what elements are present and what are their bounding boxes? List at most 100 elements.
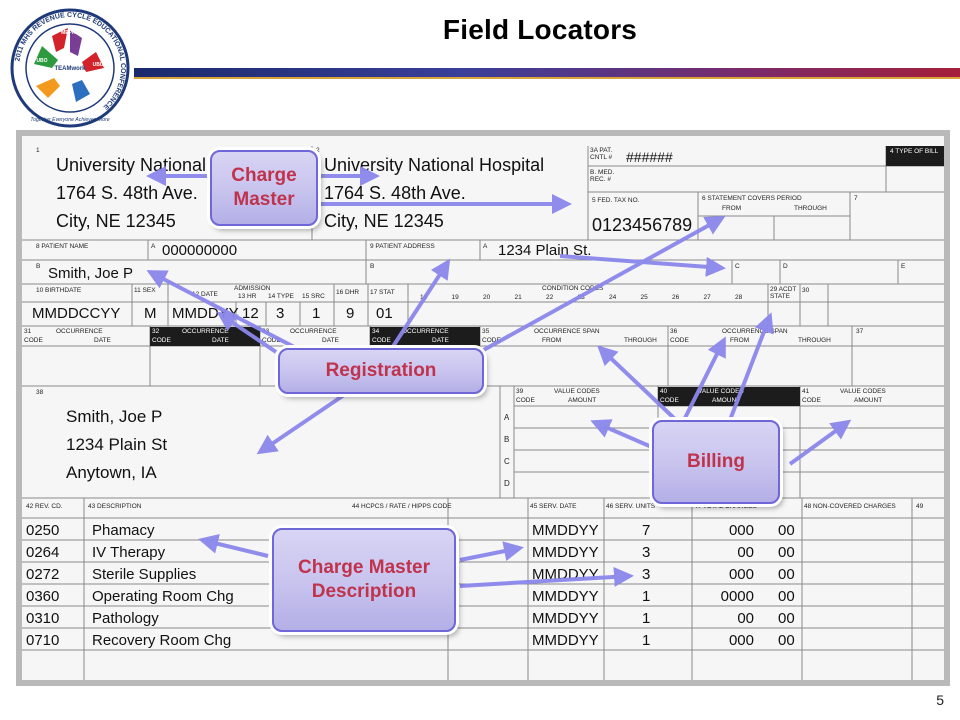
revenue-code: 0360 <box>26 588 60 605</box>
fl3a-label: 3a PAT. CNTL # <box>590 147 613 161</box>
billing-callout: Billing <box>652 420 780 504</box>
fl34-label: 34 <box>372 328 380 335</box>
line-description: Pathology <box>92 610 159 627</box>
fl9c-marker: c <box>735 263 740 270</box>
fl45-label: 45 SERV. DATE <box>530 503 577 510</box>
service-date: MMDDYY <box>532 522 599 539</box>
responsible-party-name: Smith, Joe P <box>66 407 163 426</box>
total-charge: 0000 <box>720 588 754 605</box>
fl13-label: 13 HR <box>238 293 257 300</box>
fl41-code: CODE <box>802 397 821 404</box>
service-units: 7 <box>642 522 651 539</box>
fl39-amount: AMOUNT <box>568 397 597 404</box>
service-date: MMDDYY <box>532 566 599 583</box>
condition-code-number: 27 <box>703 294 711 301</box>
condition-code-number: 25 <box>640 294 648 301</box>
total-charge: 000 <box>728 632 754 649</box>
total-charge-cents: 00 <box>778 632 795 649</box>
fl12-label: 12 DATE <box>192 291 218 298</box>
fl9b-marker: b <box>370 263 375 270</box>
sex-value: M <box>144 305 157 322</box>
total-charge: 000 <box>728 522 754 539</box>
service-date: MMDDYY <box>532 610 599 627</box>
total-charge-cents: 00 <box>778 610 795 627</box>
charge-master-callout: Charge Master <box>210 150 318 226</box>
conference-logo: 2011 MHS REVENUE CYCLE EDUCATIONAL CONFE… <box>10 8 130 128</box>
total-charge: 00 <box>737 544 754 561</box>
fl8b-marker: b <box>36 263 41 270</box>
line-description: IV Therapy <box>92 544 166 561</box>
line-description: Recovery Room Chg <box>92 632 232 649</box>
fl40-amount: AMOUNT <box>712 397 741 404</box>
fl34-date: DATE <box>432 337 449 344</box>
fl33-label: 33 <box>262 328 270 335</box>
fl4-label: 4 TYPE OF BILL <box>890 148 939 155</box>
condition-codes-label: CONDITION CODES <box>542 285 604 292</box>
fl3b-label: b. MED. REC. # <box>590 169 615 183</box>
fl29-label: 29 ACDT STATE <box>770 286 797 300</box>
patient-address: 1234 Plain St. <box>498 242 592 259</box>
fl42-label: 42 REV. CD. <box>26 503 63 510</box>
fl14-label: 14 TYPE <box>268 293 294 300</box>
slide-number: 5 <box>936 692 944 708</box>
hands-icon <box>34 28 104 102</box>
page-title: Field Locators <box>442 14 638 45</box>
revenue-code: 0250 <box>26 522 60 539</box>
ub04-form-image: 1 University National 1764 S. 48th Ave. … <box>16 130 950 686</box>
patient-status-value: 01 <box>376 305 393 322</box>
patient-control-number: ###### <box>626 149 673 165</box>
fl46-label: 46 SERV. UNITS <box>606 503 656 510</box>
provider-city: City, NE 12345 <box>56 211 176 231</box>
fl31-occurrence: OCCURRENCE <box>56 328 103 335</box>
payto-name: University National Hospital <box>324 155 545 175</box>
service-units: 1 <box>642 610 651 627</box>
fl39-label: 39 <box>516 388 524 395</box>
fl31-date: DATE <box>94 337 111 344</box>
fl35-code: CODE <box>482 337 501 344</box>
registration-callout: Registration <box>278 348 484 394</box>
fl40-label: 40 <box>660 388 668 395</box>
fl31-label: 31 <box>24 328 32 335</box>
service-date: MMDDYY <box>532 588 599 605</box>
condition-code-number: 20 <box>483 294 491 301</box>
fl9-label: 9 PATIENT ADDRESS <box>370 243 435 250</box>
fl41-label: 41 <box>802 388 810 395</box>
service-date: MMDDYY <box>532 544 599 561</box>
fl30-label: 30 <box>802 287 810 294</box>
fl8a-marker: a <box>151 243 156 250</box>
fl15-label: 15 SRC <box>302 293 325 300</box>
fl31-code: CODE <box>24 337 43 344</box>
logo-hand-label: DQ <box>60 94 68 100</box>
logo-hand-label: MEPRS <box>61 30 79 36</box>
logo-hand-label: UBO <box>36 58 47 64</box>
condition-code-number: 22 <box>546 294 554 301</box>
fl36-code: CODE <box>670 337 689 344</box>
condition-code-number: 24 <box>609 294 617 301</box>
condition-code-number: 18 <box>420 294 428 301</box>
fl36-from: FROM <box>730 337 750 344</box>
service-units: 1 <box>642 588 651 605</box>
ub04-form: 1 University National 1764 S. 48th Ave. … <box>22 136 944 680</box>
fl41-amount: AMOUNT <box>854 397 883 404</box>
fl48-label: 48 NON-COVERED CHARGES <box>804 503 896 510</box>
fl43-label: 43 DESCRIPTION <box>88 503 142 510</box>
patient-name: Smith, Joe P <box>48 265 134 282</box>
admission-hour-value: 12 <box>242 305 259 322</box>
service-units: 1 <box>642 632 651 649</box>
admission-date-value: MMDDYY <box>172 305 239 322</box>
fl32-occurrence: OCCURRENCE <box>182 328 229 335</box>
total-charge-cents: 00 <box>778 522 795 539</box>
fl40-value-codes: VALUE CODES <box>698 388 744 395</box>
payto-street: 1764 S. 48th Ave. <box>324 183 466 203</box>
patient-id: 000000000 <box>162 242 238 259</box>
condition-code-number: 21 <box>514 294 522 301</box>
fl17-label: 17 STAT <box>370 289 395 296</box>
revenue-code: 0710 <box>26 632 60 649</box>
value-row-c: c <box>504 457 510 466</box>
charge-master-description-callout: Charge Master Description <box>272 528 456 632</box>
fl8-label: 8 PATIENT NAME <box>36 243 89 250</box>
value-row-d: d <box>504 479 510 488</box>
fl32-label: 32 <box>152 328 160 335</box>
